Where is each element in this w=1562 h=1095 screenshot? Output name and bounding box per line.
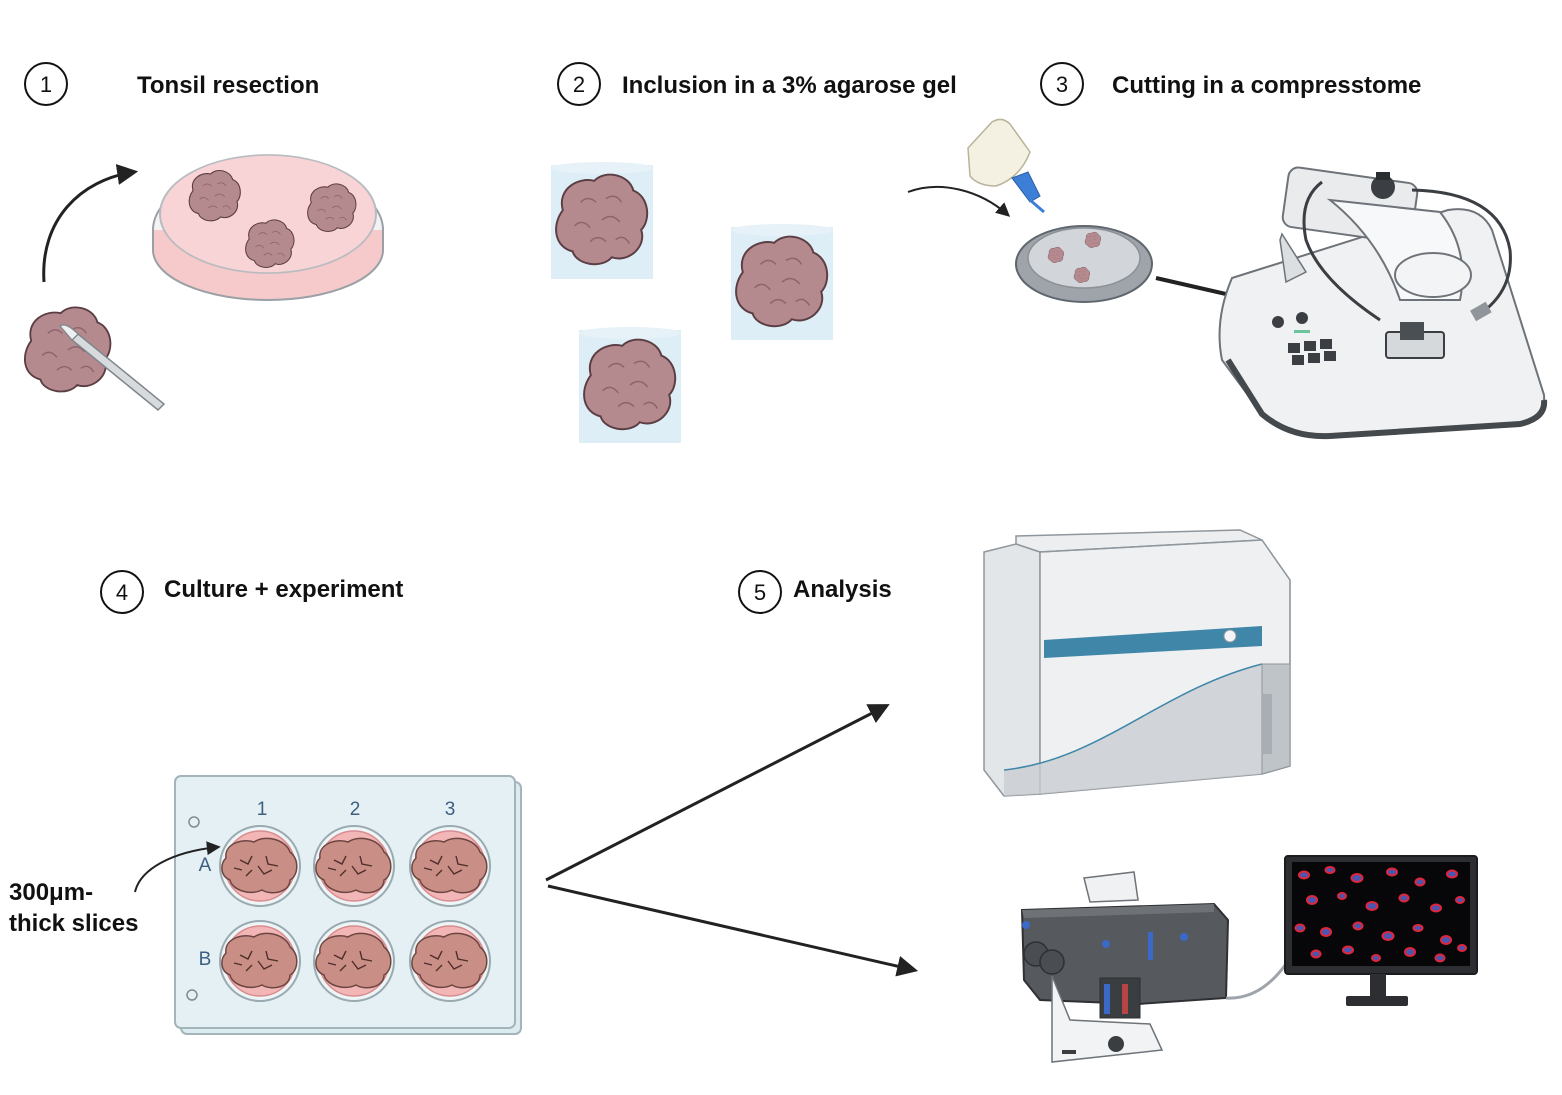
glue-bottle xyxy=(967,118,1045,214)
petri-dish xyxy=(152,154,384,301)
plate-column-label-2: 2 xyxy=(350,799,361,820)
computer-monitor xyxy=(1284,855,1478,1006)
culture-plate: 1 2 3 A B xyxy=(174,775,522,1035)
arrow-to-microscope xyxy=(547,884,919,977)
microscope-instrument xyxy=(1020,871,1288,1063)
tonsil-resection-illustration xyxy=(23,154,384,412)
step-2-header: 2 Inclusion in a 3% agarose gel xyxy=(557,62,957,106)
well-a1 xyxy=(219,825,301,907)
slice-annotation-line-1: 300μm- xyxy=(9,879,93,906)
plate-reader-instrument xyxy=(983,529,1291,797)
compresstome-machine xyxy=(1218,166,1548,440)
compresstome-illustration xyxy=(907,118,1548,440)
well-b1 xyxy=(219,920,301,1002)
step-4-number-circle xyxy=(100,570,144,614)
step-1-title: Tonsil resection xyxy=(137,72,319,99)
step-1-header: 1 Tonsil resection xyxy=(24,62,319,106)
slice-annotation-arrow xyxy=(134,841,221,893)
step-3-title: Cutting in a compresstome xyxy=(1112,72,1421,99)
step-3-header: 3 Cutting in a compresstome xyxy=(1040,62,1421,106)
step-1-number-circle xyxy=(24,62,68,106)
step-3-number: 3 xyxy=(1056,72,1068,97)
step-1-number: 1 xyxy=(40,72,52,97)
curved-arrow-to-specimen-plate xyxy=(907,185,1011,217)
specimen-plate xyxy=(1015,225,1153,303)
step-4-number: 4 xyxy=(116,580,128,605)
well-a3 xyxy=(409,825,491,907)
agarose-gel-blocks xyxy=(551,162,833,443)
slice-annotation-line-2: thick slices xyxy=(9,910,138,937)
step-5-header: 5 Analysis xyxy=(738,570,892,614)
gel-block-1 xyxy=(551,162,653,279)
step-2-title: Inclusion in a 3% agarose gel xyxy=(622,72,957,99)
step-5-title: Analysis xyxy=(793,576,892,603)
step-3-number-circle xyxy=(1040,62,1084,106)
plate-row-label-b: B xyxy=(199,949,212,970)
fluorescent-cells xyxy=(1294,866,1467,963)
monitor-screen xyxy=(1292,862,1470,966)
plate-column-label-1: 1 xyxy=(257,799,268,820)
plate-row-label-a: A xyxy=(199,855,212,876)
gel-block-3 xyxy=(579,327,681,443)
gel-block-2 xyxy=(731,224,833,340)
step-4-header: 4 Culture + experiment xyxy=(100,570,403,614)
plate-column-label-3: 3 xyxy=(445,799,456,820)
step-5-number: 5 xyxy=(754,580,766,605)
slice-annotation: 300μm- thick slices xyxy=(9,841,221,937)
step-5-number-circle xyxy=(738,570,782,614)
step-2-number-circle xyxy=(557,62,601,106)
step-2-number: 2 xyxy=(573,72,585,97)
well-b3 xyxy=(409,920,491,1002)
curved-arrow-to-dish xyxy=(42,164,139,283)
well-b2 xyxy=(313,920,395,1002)
scalpel xyxy=(59,324,166,412)
arrow-to-plate-reader xyxy=(545,704,890,882)
step-4-title: Culture + experiment xyxy=(164,576,403,603)
well-a2 xyxy=(313,825,395,907)
